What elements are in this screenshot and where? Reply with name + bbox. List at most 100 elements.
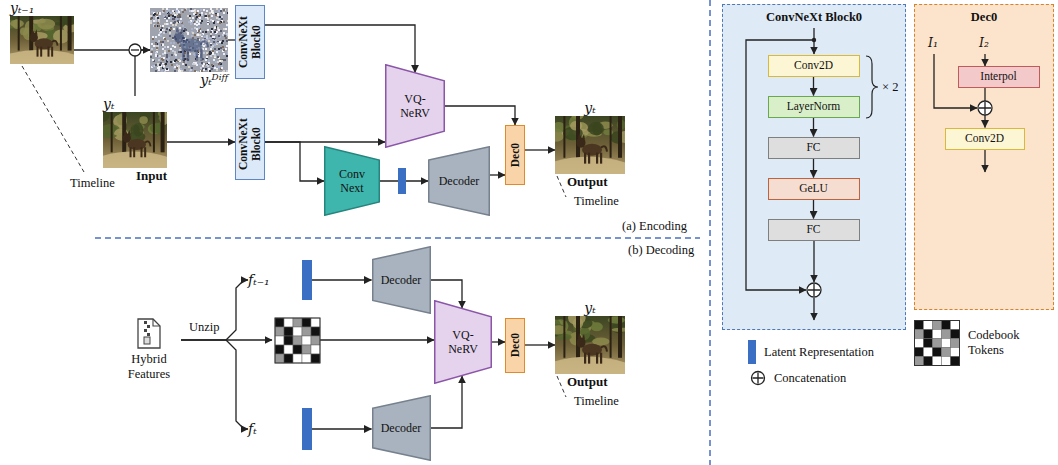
module-label: Decoder [381, 273, 422, 287]
frame-image [150, 8, 228, 72]
timeline-leader [22, 66, 84, 172]
annotation-label: Unzip [189, 320, 220, 335]
codebook-grid [275, 318, 320, 363]
convnext-block: ConvNeXt Block0 [235, 5, 265, 79]
token-arrow [226, 339, 272, 340]
concat-symbol [807, 283, 821, 297]
concat-symbol [978, 101, 992, 115]
label-slot: × 2 [882, 80, 898, 95]
connector-arrow [74, 49, 150, 50]
input-arrow [984, 54, 985, 66]
connector-arrow [492, 341, 505, 342]
convnext-block: ConvNeXt Block0 [235, 108, 265, 180]
frame-image [555, 116, 625, 174]
layer-label: Conv2D [965, 132, 1004, 145]
layer-box: Conv2D [768, 55, 860, 77]
connector-arrow [525, 344, 555, 345]
annotation-label: Timeline [574, 394, 619, 409]
annotation-label: I₂ [979, 35, 989, 50]
detail-panel: Conv2DLayerNormFCGeLUFCConvNeXt Block0 [722, 4, 906, 330]
difference-frame: yₜᴰⁱᶠᶠ [150, 8, 228, 88]
timeline-leader [557, 176, 566, 197]
block-label: ConvNeXt Block0 [237, 12, 263, 72]
layer-label: GeLU [799, 182, 828, 195]
panel-heading: ConvNeXt Block0 [723, 9, 905, 25]
latent-feature: fₜ₋₁ [248, 260, 312, 300]
label-slot: Unzip [189, 320, 220, 335]
frame-image [103, 112, 167, 168]
repeat-brace [866, 56, 878, 118]
section-divider [95, 237, 700, 239]
connector-arrow [312, 428, 372, 429]
subtract-symbol [131, 49, 139, 50]
legend-symbol [914, 320, 960, 366]
file-label: Hybrid Features [118, 352, 180, 382]
connector-arrow [813, 200, 814, 219]
label-slot: (b) Decoding [628, 243, 694, 258]
frame-holder [555, 316, 625, 374]
panel-fill [722, 4, 906, 330]
module-label: Decoder [439, 174, 480, 188]
vq-nerv-module: VQ-NeRV [434, 300, 492, 384]
module-label: VQ-NeRV [443, 328, 483, 356]
connector-arrow [813, 159, 814, 178]
feature-label: fₜ [248, 421, 257, 437]
output-arrow [813, 298, 814, 320]
dec0-block: Dec0 [505, 125, 525, 185]
convnext-encoder: Conv Next [324, 146, 380, 216]
annotation-label: Timeline [574, 194, 619, 209]
timeline-leader [557, 376, 566, 397]
concat-symbol [808, 284, 820, 296]
connector-arrow [312, 279, 372, 280]
label-slot: I₂ [979, 35, 989, 50]
annotation-label: Timeline [70, 176, 115, 191]
layer-box: Conv2D [945, 128, 1025, 150]
latent-bar [302, 408, 312, 450]
frame-label: yₜ [103, 96, 167, 112]
residual-path [746, 40, 814, 290]
frame-caption: yₜᴰⁱᶠᶠ [150, 72, 228, 88]
feature-label: fₜ₋₁ [248, 272, 270, 288]
layer-label: FC [806, 223, 820, 236]
legend-swatch [748, 340, 756, 364]
legend-symbol [750, 370, 766, 386]
connector-arrow [525, 149, 555, 150]
concat-symbol [979, 102, 991, 114]
connector-arrow [445, 106, 515, 125]
token-arrow [320, 339, 434, 340]
legend-entry: Codebook Tokens [914, 320, 1032, 366]
label-slot: (a) Encoding [622, 219, 687, 234]
label-slot: Timeline [574, 194, 619, 209]
latent-bar [398, 168, 406, 194]
legend-text: Codebook Tokens [968, 328, 1032, 358]
annotation-label: I₁ [928, 35, 938, 50]
connector-arrow [181, 280, 248, 340]
frame-image [10, 16, 74, 64]
layer-box: Interpol [958, 66, 1040, 88]
frame-image [555, 316, 625, 374]
section-divider [709, 0, 711, 465]
subtract-symbol [129, 44, 141, 56]
video-frame: yₜInput [103, 96, 167, 184]
latent-bar [302, 260, 312, 300]
label-slot: Timeline [70, 176, 115, 191]
frame-caption: Output [555, 374, 625, 390]
annotation-label: (a) Encoding [622, 219, 687, 234]
frame-holder [10, 16, 74, 64]
decoder-module: Decoder [372, 395, 431, 461]
module-label: Decoder [381, 421, 422, 435]
annotation-label: (b) Decoding [628, 243, 694, 258]
layer-label: FC [806, 141, 820, 154]
layer-label: Interpol [980, 70, 1016, 83]
hybrid-features-file: Hybrid Features [117, 318, 181, 392]
legend-entry: Latent Representation [748, 340, 874, 364]
block-label: ConvNeXt Block0 [237, 114, 263, 174]
connector-arrow [228, 39, 235, 40]
branch-dot [812, 38, 816, 42]
module-label: Conv Next [335, 167, 369, 195]
frame-holder [150, 8, 228, 72]
label-slot: I₁ [928, 35, 938, 50]
layer-box: FC [768, 137, 860, 159]
vq-nerv-module: VQ-NeRV [385, 64, 445, 148]
label-slot: Timeline [574, 394, 619, 409]
